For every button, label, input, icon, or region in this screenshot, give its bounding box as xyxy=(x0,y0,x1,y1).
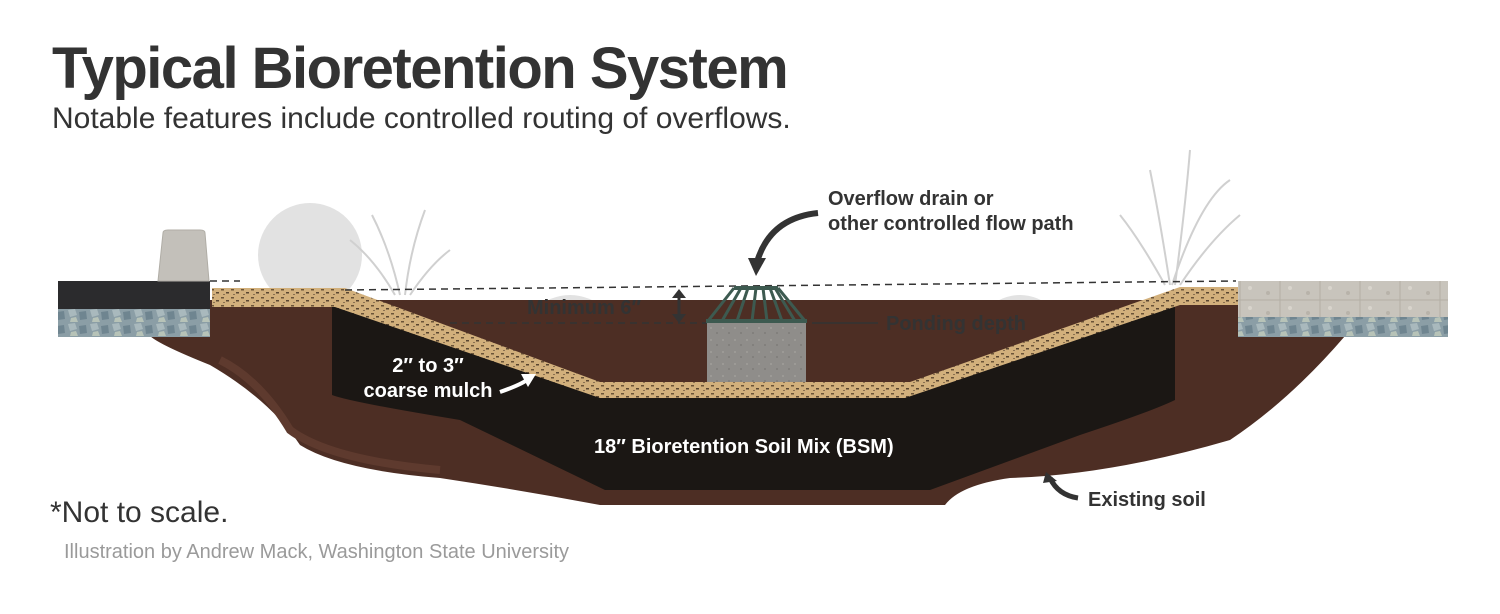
mulch-layer xyxy=(212,287,1240,398)
diagram-subtitle: Notable features include controlled rout… xyxy=(52,102,791,135)
not-to-scale-note: *Not to scale. xyxy=(50,496,229,529)
gravel-base-right xyxy=(1238,317,1448,337)
annotation-arrows xyxy=(499,210,1079,501)
mulch-label-line2: coarse mulch xyxy=(363,380,493,402)
overflow-label-line1: Overflow drain or xyxy=(828,188,994,210)
minimum-depth-label: Minimum 6″ xyxy=(527,297,642,319)
overflow-drain-label: Overflow drain or other controlled flow … xyxy=(828,187,1074,237)
overflow-drain xyxy=(706,286,807,382)
overflow-label-line2: other controlled flow path xyxy=(828,213,1074,235)
gravel-base-left xyxy=(58,309,210,337)
ponding-depth-label: Ponding depth xyxy=(886,313,1026,335)
soil-highlight xyxy=(218,356,441,474)
bsm-layer xyxy=(332,296,1175,490)
pavers xyxy=(1238,281,1448,317)
asphalt xyxy=(58,281,210,309)
mulch-label-line1: 2″ to 3″ xyxy=(392,355,464,377)
right-pavement xyxy=(1238,281,1448,337)
drain-body xyxy=(707,321,806,382)
existing-soil-label: Existing soil xyxy=(1088,489,1206,511)
ponding-dashed-lines xyxy=(210,280,1237,324)
diagram-title: Typical Bioretention System xyxy=(52,36,789,101)
mulch-label: 2″ to 3″ coarse mulch xyxy=(358,354,498,404)
bsm-label: 18″ Bioretention Soil Mix (BSM) xyxy=(594,436,894,458)
min-depth-double-arrow-icon xyxy=(672,289,686,323)
illustration-credit: Illustration by Andrew Mack, Washington … xyxy=(64,541,570,563)
curb xyxy=(157,229,210,282)
left-pavement xyxy=(58,229,210,337)
shrub-left xyxy=(258,203,362,307)
drain-grate xyxy=(706,286,807,323)
overflow-arrow-icon xyxy=(754,210,819,263)
